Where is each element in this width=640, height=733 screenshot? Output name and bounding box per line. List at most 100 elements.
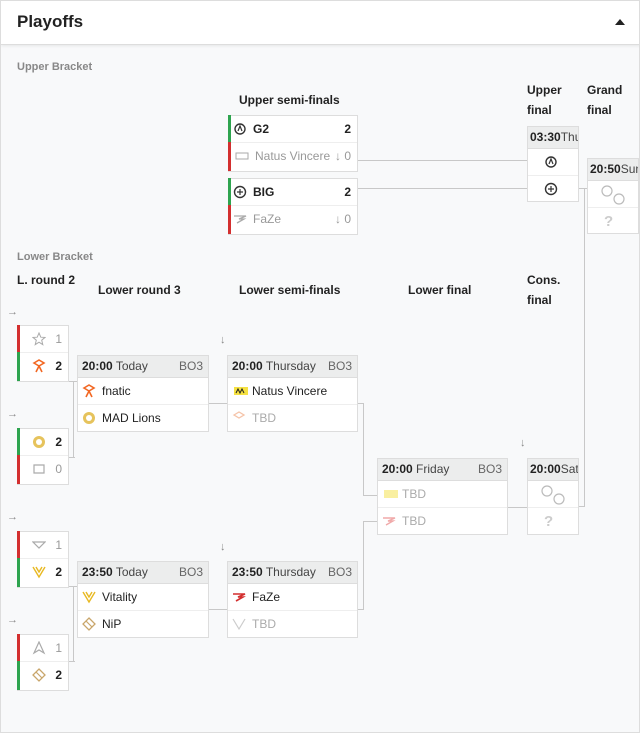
connector-line <box>584 188 585 506</box>
team-row[interactable]: G2 2 <box>228 115 357 144</box>
match-l-round-2-3[interactable]: 1 2 <box>17 531 69 588</box>
team-row[interactable]: Vitality <box>78 584 208 611</box>
match-upper-semi-1[interactable]: G2 2 Natus Vincere ↓ 0 <box>228 115 358 172</box>
team-score: 0 <box>55 462 62 476</box>
connector-line <box>358 403 364 404</box>
team-row[interactable]: 2 <box>17 352 68 381</box>
team-name: Vitality <box>102 590 138 604</box>
team-row[interactable]: FaZe ↓ 0 <box>228 205 357 234</box>
unknown-team-icon: ? <box>604 213 614 230</box>
arrow-down-icon: ↓ <box>334 149 341 163</box>
team-score: 2 <box>344 185 351 199</box>
team-name: TBD <box>402 514 426 528</box>
faze-logo-icon <box>233 593 246 602</box>
nip-logo-icon <box>82 617 96 631</box>
win-bar <box>17 428 20 457</box>
team-row[interactable]: BIG 2 <box>228 178 357 207</box>
connector-line <box>508 507 527 508</box>
team-row[interactable]: 1 <box>17 325 68 354</box>
team-row[interactable]: 1 <box>17 531 68 560</box>
star-logo-icon <box>32 332 46 346</box>
team-row[interactable] <box>528 176 578 203</box>
team-row[interactable]: ? <box>528 508 578 535</box>
team-row[interactable] <box>588 181 638 208</box>
arrow-down-icon: ↓ <box>334 212 341 226</box>
team-row[interactable]: 1 <box>17 634 68 663</box>
team-score: 2 <box>55 565 62 579</box>
big-logo-icon <box>233 185 247 199</box>
panel-title: Playoffs <box>17 12 84 31</box>
team-row[interactable] <box>528 149 578 176</box>
team-row[interactable] <box>528 481 578 508</box>
team-row[interactable]: ? <box>588 208 638 235</box>
team-name: NiP <box>102 617 122 631</box>
g2-logo-icon <box>234 123 246 135</box>
lower-bracket-label: Lower Bracket <box>17 251 93 263</box>
vitality-logo-icon <box>32 566 46 579</box>
win-bar <box>17 558 20 587</box>
mad-lions-logo-icon <box>83 412 95 424</box>
team-row[interactable]: 0 <box>17 455 68 484</box>
g2-logo-icon <box>541 485 553 497</box>
round-label-cons-final: Cons. final <box>527 273 561 307</box>
team-score: 2 <box>55 435 62 449</box>
mad-lions-logo-icon <box>33 436 45 448</box>
team-score: 2 <box>344 122 351 136</box>
fnatic-logo-icon <box>32 359 46 373</box>
team-row[interactable]: NiP <box>78 611 208 638</box>
team-row[interactable]: TBD <box>378 481 507 508</box>
match-l-round-2-4[interactable]: 1 2 <box>17 634 69 691</box>
navi-logo-icon <box>384 490 398 498</box>
lose-bar <box>17 325 20 354</box>
lose-bar <box>228 142 231 171</box>
match-header: 20:50Sun <box>588 159 638 181</box>
round-label-lower-round-3: Lower round 3 <box>98 283 181 297</box>
team-row[interactable]: TBD <box>228 611 357 638</box>
nip-logo-icon <box>32 668 46 682</box>
team-name: TBD <box>402 487 426 501</box>
match-upper-final[interactable]: 03:30Thu <box>527 126 579 202</box>
team-row[interactable]: 2 <box>17 661 68 690</box>
team-name: TBD <box>252 411 276 425</box>
faze-logo-icon <box>383 517 396 526</box>
big-logo-icon <box>544 182 558 196</box>
win-bar <box>17 661 20 690</box>
connector-line <box>579 188 587 189</box>
collapse-arrow-icon[interactable] <box>613 15 627 29</box>
team-row[interactable]: FaZe <box>228 584 357 611</box>
team-name: MAD Lions <box>102 411 161 425</box>
panel-header: Playoffs <box>1 1 639 45</box>
team-row[interactable]: Natus Vincere ↓ 0 <box>228 142 357 171</box>
lose-bar <box>228 205 231 234</box>
team-score: ↓ 0 <box>334 149 351 163</box>
team-row[interactable]: fnatic <box>78 378 208 405</box>
team-row[interactable]: Natus Vincere <box>228 378 357 405</box>
match-l-round-2-2[interactable]: 2 0 <box>17 428 69 485</box>
team-logo-icon <box>32 541 46 549</box>
match-grand-final[interactable]: 20:50Sun ? <box>587 158 639 234</box>
match-l-round-2-1[interactable]: 1 2 <box>17 325 69 382</box>
team-row[interactable]: MAD Lions <box>78 405 208 432</box>
connector-line <box>73 586 74 662</box>
navi-logo-icon <box>235 152 249 160</box>
arrow-down-icon: ↓ <box>520 437 526 449</box>
match-upper-semi-2[interactable]: BIG 2 FaZe ↓ 0 <box>228 178 358 235</box>
connector-line <box>358 609 364 610</box>
team-row[interactable]: TBD <box>378 508 507 535</box>
match-cons-final[interactable]: 20:00Sat ? <box>527 458 579 535</box>
team-row[interactable]: 2 <box>17 558 68 587</box>
g2-logo-icon <box>545 156 557 168</box>
team-row[interactable]: TBD <box>228 405 357 432</box>
round-label-upper-final: Upper final <box>527 83 562 117</box>
team-row[interactable]: 2 <box>17 428 68 457</box>
navi-logo-icon <box>234 387 248 395</box>
